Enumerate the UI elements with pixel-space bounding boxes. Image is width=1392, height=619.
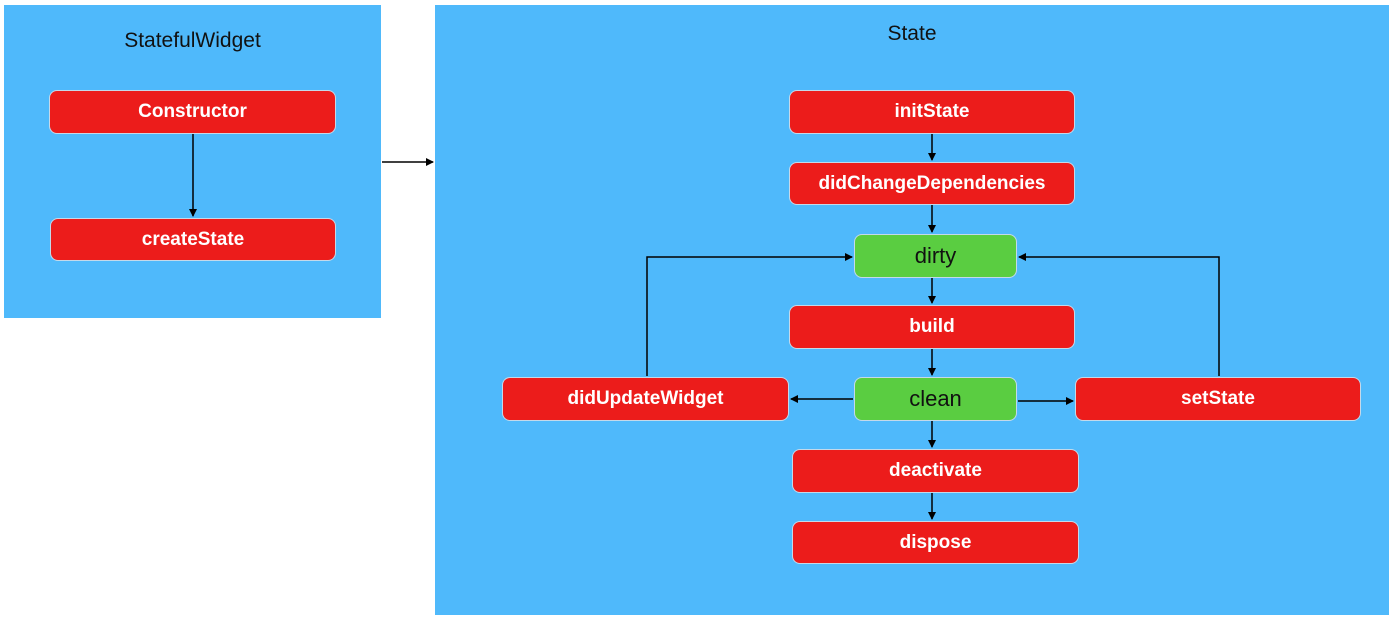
constructor-node: Constructor [49,90,336,134]
init-state-node: initState [789,90,1075,134]
did-update-widget-node: didUpdateWidget [502,377,789,421]
stateful-widget-panel: StatefulWidget [4,5,381,318]
clean-status-node: clean [854,377,1017,421]
dirty-status-node: dirty [854,234,1017,278]
deactivate-node: deactivate [792,449,1079,493]
create-state-node: createState [50,218,336,261]
build-node: build [789,305,1075,349]
stateful-widget-title: StatefulWidget [124,29,261,52]
state-title: State [887,22,937,45]
did-change-dependencies-node: didChangeDependencies [789,162,1075,205]
set-state-node: setState [1075,377,1361,421]
dispose-node: dispose [792,521,1079,564]
